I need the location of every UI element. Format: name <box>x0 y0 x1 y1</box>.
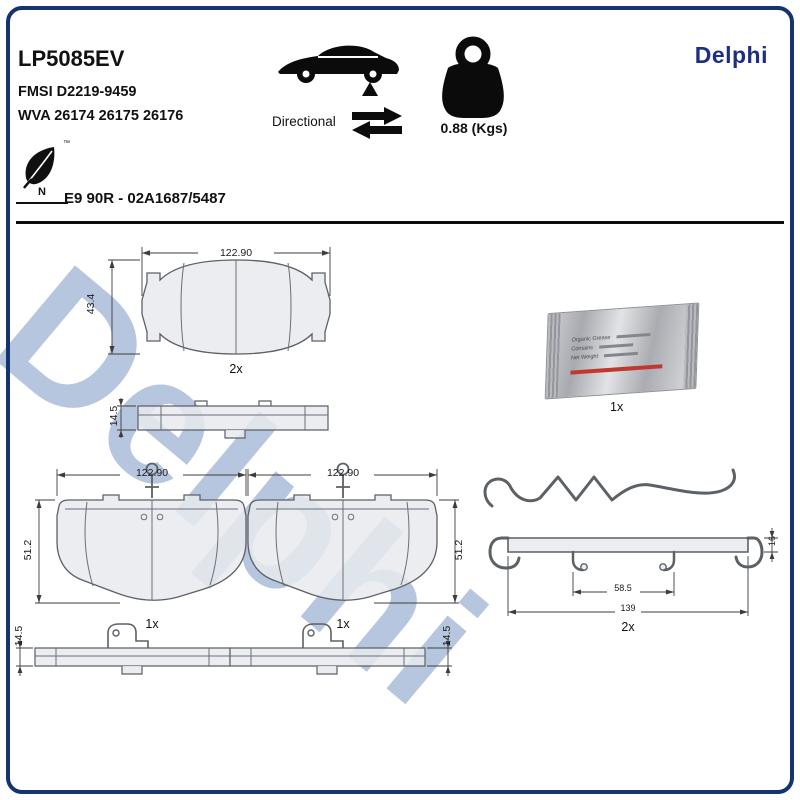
qty-pad-front-left: 1x <box>145 617 159 631</box>
qty-pad-front-right: 1x <box>336 617 350 631</box>
dim-pad-front-right-width: 122.90 <box>326 467 360 479</box>
pad-front-right-drawing: 122.90 51.2 1x <box>216 454 466 646</box>
pad-back-view-drawing: 122.90 43.4 2x <box>85 236 350 386</box>
pad-side-left-drawing: 14.5 <box>10 608 250 700</box>
directional-label: Directional <box>272 114 336 129</box>
pad-front-left-drawing: 122.90 51.2 1x <box>22 454 275 646</box>
header-separator <box>16 221 784 224</box>
car-silhouette-icon <box>272 32 404 103</box>
weight-value: 0.88 (Kgs) <box>440 120 508 136</box>
approval-code: E9 90R - 02A1687/5487 <box>64 190 226 207</box>
wva-code: WVA 26174 26175 26176 <box>18 108 184 124</box>
directional-arrows-icon <box>350 104 404 147</box>
spring-clip-drawing <box>478 452 763 522</box>
qty-pad-back: 2x <box>229 362 243 376</box>
part-number: LP5085EV <box>18 46 125 71</box>
dim-clip-inner: 58.5 <box>614 583 632 593</box>
dim-pad-front-left-width: 122.90 <box>135 467 169 479</box>
eco-underline <box>16 202 68 204</box>
qty-grease: 1x <box>610 400 624 414</box>
weight-kettlebell-icon <box>432 34 514 127</box>
qty-clip: 2x <box>621 620 635 634</box>
pad-side-right-drawing: 14.5 <box>218 608 458 700</box>
abutment-clip-drawing: 58.5 139 16 2x <box>488 512 780 638</box>
pad-side-view-top-drawing: 14.5 <box>103 396 353 452</box>
fmsi-code: FMSI D2219-9459 <box>18 84 137 100</box>
direction-triangle-icon <box>362 82 378 96</box>
dim-pad-back-width: 122.90 <box>219 246 253 259</box>
grease-packet-drawing: Organic Grease Contains Net Weight 1x <box>538 298 708 428</box>
eco-leaf-mark: ™ N <box>16 140 70 208</box>
trademark-symbol: ™ <box>63 140 70 147</box>
eco-letter: N <box>38 186 46 198</box>
dim-clip-outer: 139 <box>620 603 636 613</box>
brand-logo: Delphi <box>694 42 768 68</box>
leaf-icon <box>23 147 55 189</box>
page-border <box>6 6 794 794</box>
